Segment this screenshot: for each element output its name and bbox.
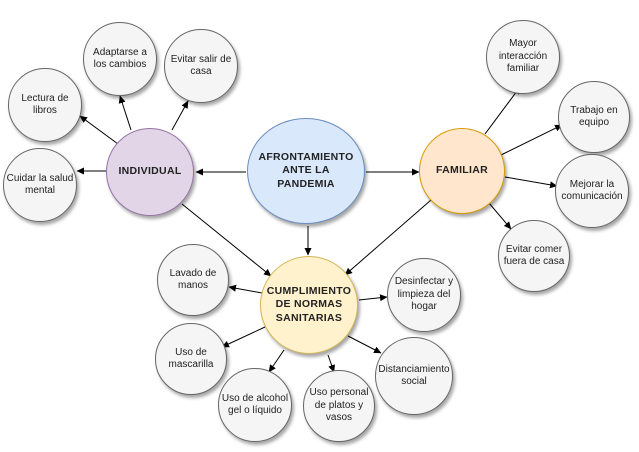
lavado-label: Lavado de manos	[169, 267, 217, 292]
familiar-label: FAMILIAR	[436, 164, 488, 177]
normas-node: CUMPLIMIENTO DE NORMAS SANITARIAS	[260, 256, 358, 354]
edge-familiar-to-interaccion	[484, 86, 521, 135]
utensilios-label: Uso personal de platos y vasos	[309, 387, 369, 424]
edge-familiar-to-normas	[344, 199, 432, 276]
salud-mental-node: Cuidar la salud mental	[3, 148, 77, 222]
trabajo-label: Trabajo en equipo	[570, 104, 618, 129]
comunicacion-node: Mejorar la comunicación	[555, 154, 629, 228]
evitar-salir-node: Evitar salir de casa	[164, 29, 238, 103]
edge-familiar-to-comer-fuera	[488, 202, 512, 230]
mascarilla-label: Uso de mascarilla	[168, 346, 214, 371]
utensilios-node: Uso personal de platos y vasos	[303, 370, 375, 442]
adaptarse-node: Adaptarse a los cambios	[83, 22, 157, 96]
individual-node: INDIVIDUAL	[106, 128, 194, 216]
edge-normas-to-alcohol	[268, 349, 285, 373]
comer-fuera-node: Evitar comer fuera de casa	[498, 220, 570, 292]
comer-fuera-label: Evitar comer fuera de casa	[503, 243, 565, 268]
distanciamiento-label: Distanciamiento social	[378, 363, 450, 388]
familiar-node: FAMILIAR	[419, 128, 505, 214]
distanciamiento-node: Distanciamiento social	[375, 337, 453, 415]
center-node: AFRONTAMIENTO ANTE LA PANDEMIA	[247, 118, 365, 224]
edge-normas-to-utensilios	[327, 354, 335, 373]
desinfectar-label: Desinfectar y limpieza del hogar	[394, 276, 454, 313]
mascarilla-node: Uso de mascarilla	[155, 323, 227, 395]
lectura-label: Lectura de libros	[21, 92, 69, 117]
lectura-node: Lectura de libros	[8, 68, 82, 142]
comunicacion-label: Mejorar la comunicación	[561, 178, 623, 203]
trabajo-node: Trabajo en equipo	[558, 81, 630, 153]
center-label: AFRONTAMIENTO ANTE LA PANDEMIA	[258, 151, 354, 190]
normas-label: CUMPLIMIENTO DE NORMAS SANITARIAS	[266, 285, 352, 324]
adaptarse-label: Adaptarse a los cambios	[93, 46, 147, 71]
salud-mental-label: Cuidar la salud mental	[6, 172, 74, 197]
edge-individual-to-normas	[181, 203, 272, 277]
alcohol-label: Uso de alcohol gel o líquido	[221, 392, 289, 417]
edge-normas-to-mascarilla	[221, 326, 266, 348]
edge-normas-to-lavado	[228, 284, 263, 294]
edge-individual-to-evitar-salir	[171, 100, 189, 131]
interaccion-label: Mayor interacción familiar	[498, 38, 548, 75]
edge-familiar-to-trabajo	[500, 124, 563, 156]
lavado-node: Lavado de manos	[157, 244, 229, 316]
edge-normas-to-distanciamiento	[347, 335, 382, 354]
edge-individual-to-lectura	[79, 115, 119, 145]
alcohol-node: Uso de alcohol gel o líquido	[218, 368, 292, 442]
edge-familiar-to-comunicacion	[504, 176, 558, 189]
evitar-salir-label: Evitar salir de casa	[170, 53, 232, 78]
edge-individual-to-adaptarse	[118, 95, 132, 131]
edge-normas-to-desinfectar	[358, 294, 388, 302]
individual-label: INDIVIDUAL	[118, 165, 182, 178]
desinfectar-node: Desinfectar y limpieza del hogar	[387, 258, 461, 332]
interaccion-node: Mayor interacción familiar	[486, 20, 560, 94]
